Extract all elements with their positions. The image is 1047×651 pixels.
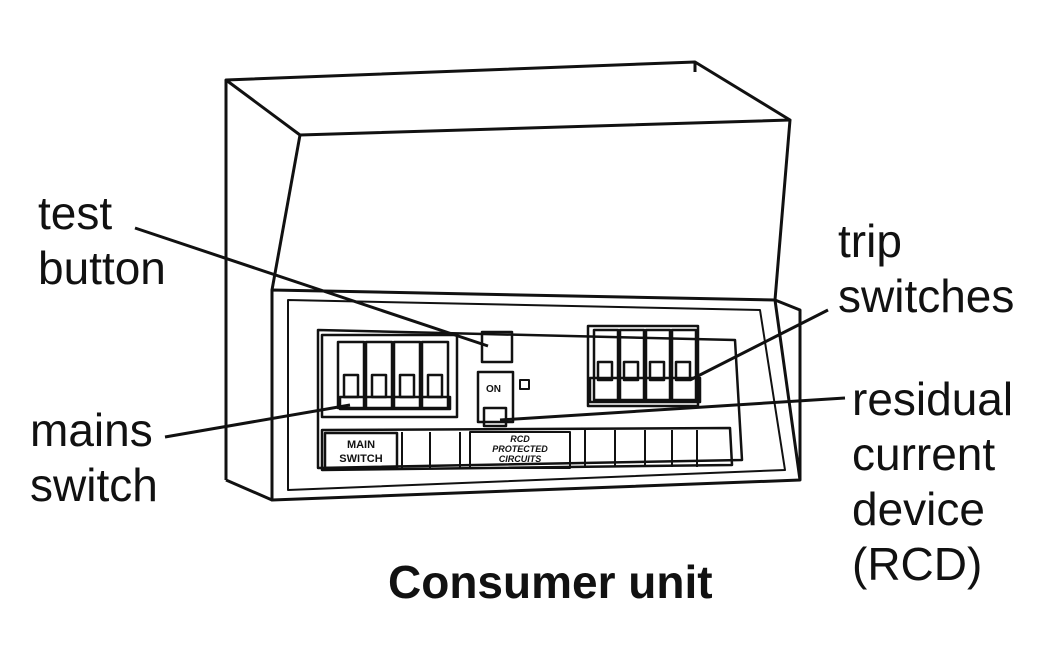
housing-top bbox=[224, 60, 792, 137]
label-trip-switches-line1: trip bbox=[838, 215, 902, 267]
label-rcd-line1: residual bbox=[852, 373, 1014, 425]
rcd-marking-line1: RCD bbox=[510, 434, 530, 444]
label-mains-switch-line2: switch bbox=[30, 459, 158, 511]
leader-mains-switch bbox=[164, 403, 351, 439]
rcd-toggle bbox=[482, 406, 508, 428]
label-rcd-line2: current bbox=[852, 428, 996, 480]
label-test-button: test button bbox=[38, 186, 166, 296]
on-marking: ON bbox=[486, 384, 501, 395]
right-edge bbox=[774, 298, 802, 480]
main-switch-marking-line2: SWITCH bbox=[339, 453, 382, 465]
label-rcd-line3: device bbox=[852, 483, 985, 535]
leader-rcd bbox=[499, 396, 846, 422]
diagram-caption: Consumer unit bbox=[388, 556, 713, 608]
inner-panel bbox=[316, 328, 744, 470]
rcd-marking-line3: CIRCUITS bbox=[499, 454, 542, 464]
label-strip-dividers bbox=[401, 430, 698, 469]
label-rcd-line4: (RCD) bbox=[852, 538, 983, 590]
label-trip-switches: trip switches bbox=[838, 214, 1014, 324]
test-button-shape bbox=[480, 330, 514, 364]
rcd-body bbox=[476, 370, 515, 424]
label-mains-switch-line1: mains bbox=[30, 404, 153, 456]
main-switch-marking-line1: MAIN bbox=[347, 439, 375, 451]
base-bottom bbox=[225, 478, 273, 502]
rcd-marking-line2: PROTECTED bbox=[492, 444, 548, 454]
housing-front-right bbox=[773, 119, 792, 301]
mains-switch-blocks bbox=[336, 340, 452, 411]
label-strip bbox=[320, 426, 734, 472]
housing-front-upper bbox=[270, 134, 302, 291]
label-rcd: residual current device (RCD) bbox=[852, 372, 1013, 592]
label-mains-switch: mains switch bbox=[30, 403, 158, 513]
mains-switch-housing bbox=[320, 333, 459, 419]
leader-test-button bbox=[134, 226, 489, 348]
label-test-button-line2: button bbox=[38, 242, 166, 294]
leader-trip-switches bbox=[689, 308, 829, 382]
main-switch-label-box bbox=[323, 431, 399, 470]
front-opening-inner bbox=[287, 299, 786, 491]
trip-switch-blocks bbox=[586, 324, 702, 408]
label-test-button-line1: test bbox=[38, 187, 113, 239]
rcd-indicator bbox=[519, 379, 530, 390]
label-trip-switches-line2: switches bbox=[838, 270, 1015, 322]
